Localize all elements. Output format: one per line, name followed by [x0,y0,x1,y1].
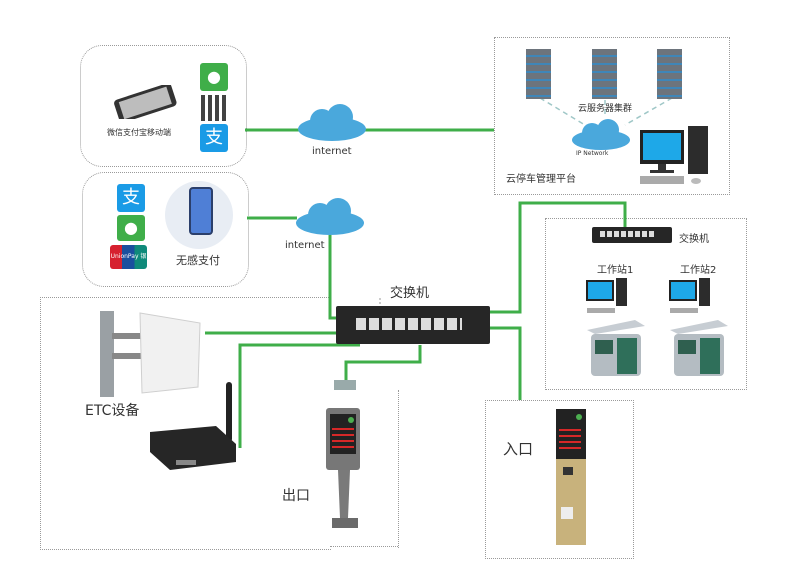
main-switch-label: 交换机 [390,286,430,301]
etc-router-icon [150,382,236,470]
desktop-computer-icon [640,126,708,184]
toll-booth-icon [670,320,728,376]
entrance-ticket-kiosk-icon [556,409,586,545]
link-switch-workstations [490,201,627,314]
internet-label-2: internet [285,240,325,251]
workstation-box [545,218,747,390]
workstation2-label: 工作站2 [680,265,717,276]
mobile-pay-box [80,45,247,167]
alipay-icon: 支 [200,124,228,152]
internet-cloud-icon [296,198,364,235]
internet-cloud-icon [298,104,366,141]
toll-booth-icon [587,320,645,376]
workstation-switch-icon[interactable] [592,227,672,243]
exit-gate-terminal-icon [326,380,360,528]
senseless-pay-label: 无感支付 [176,254,220,267]
senseless-pay-box [82,172,249,287]
server-cluster-label: 云服务器集群 [578,104,633,114]
ip-network-label: IP Network [576,150,609,157]
exit-label: 出口 [282,488,310,504]
server-rack-icon [657,49,682,99]
internet-label-1: internet [312,146,352,157]
workstation-switch-label: 交换机 [679,234,709,245]
server-rack-icon [526,49,551,99]
mobile-pay-label: 微信支付宝移动端 [107,128,171,137]
network-switch-icon[interactable] [336,306,490,344]
field-devices-box-right-edge [398,390,399,548]
workstation1-label: 工作站1 [597,265,634,276]
cloud-platform-title: 云停车管理平台 [506,174,576,185]
smartphone-icon [114,85,177,119]
wechat-icon: ● [117,215,145,241]
workstation2-computer-icon [669,278,710,313]
unionpay-icon: UnionPay 银联 [110,245,147,284]
etc-antenna-icon [100,311,201,397]
link-switch-router [238,343,360,448]
ip-network-cloud-icon [572,119,630,150]
workstation1-computer-icon [586,278,627,313]
link-switch-entrance [490,326,522,400]
senseless-pay-illustration [165,181,233,249]
cloud-platform-box [494,37,730,195]
server-rack-icon [592,49,617,99]
field-devices-box [40,297,331,550]
etc-label: ETC设备 [85,403,140,419]
entrance-label: 入口 [503,440,534,458]
wechat-icon: ● [200,63,228,91]
entrance-box [485,400,634,559]
link-switch-exit [344,345,422,380]
qr-code-icon [201,95,227,121]
alipay-icon: 支 [117,184,145,212]
field-devices-box-bottom [330,546,398,547]
